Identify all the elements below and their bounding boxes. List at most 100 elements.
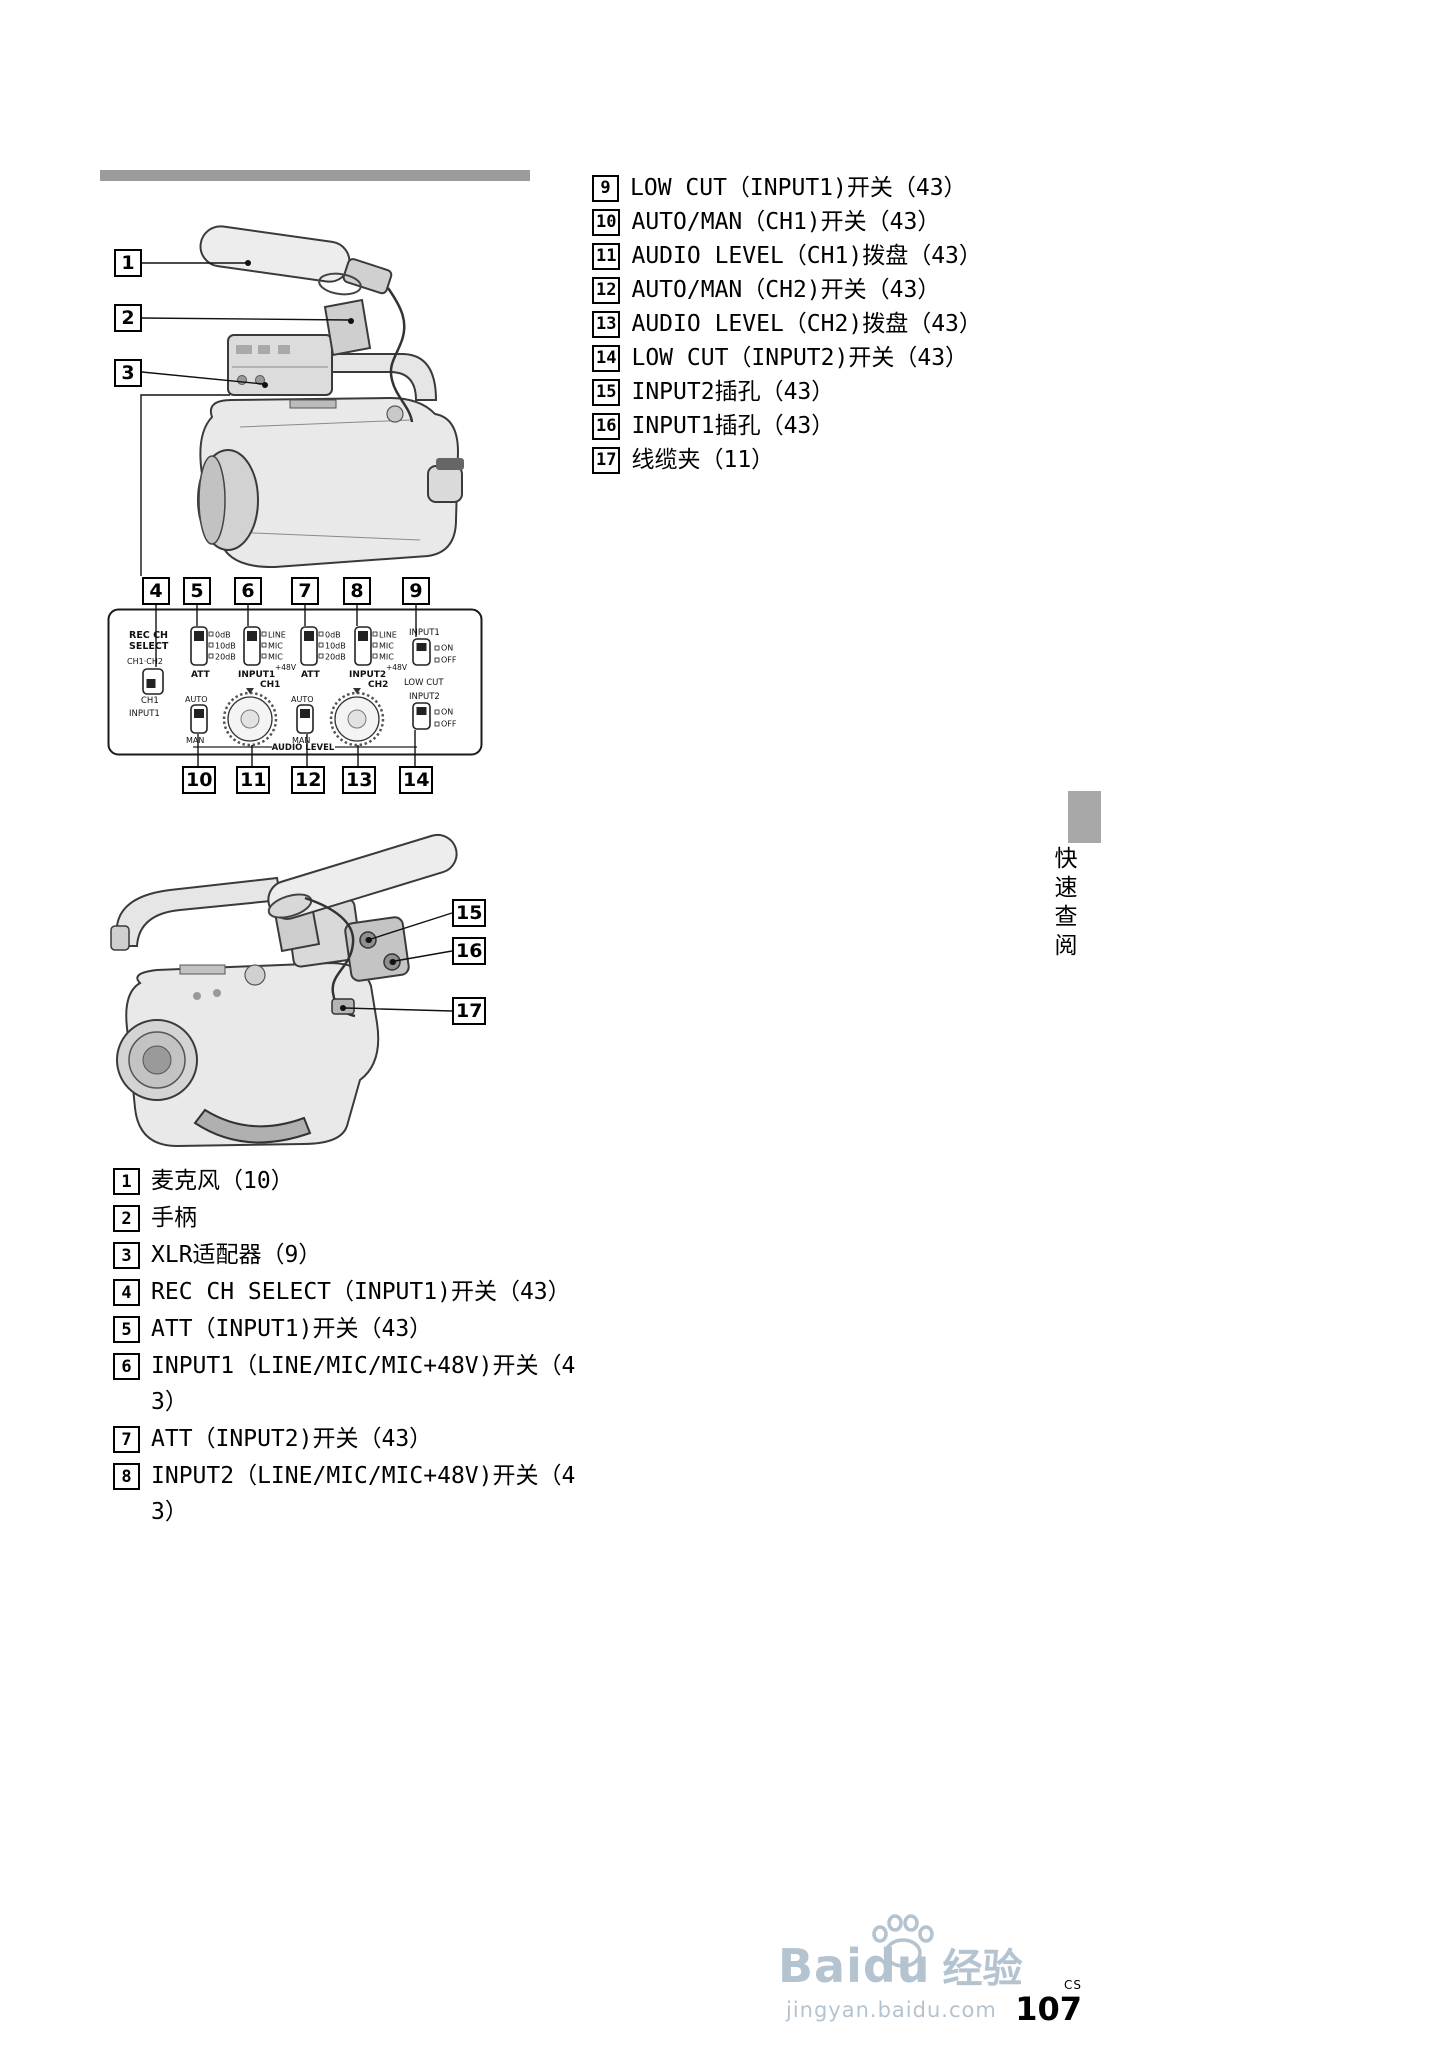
ch1-dial-label: CH1 — [260, 680, 280, 690]
input2-select-switch-icon — [354, 626, 372, 666]
item-label: INPUT2插孔（43） — [631, 379, 835, 405]
viewfinder — [427, 465, 463, 503]
item-label: 线缆夹（11） — [631, 447, 775, 473]
callout-17: 17 — [452, 997, 487, 1025]
option-marker — [208, 642, 214, 648]
att1-20db-label: 20dB — [215, 653, 236, 662]
mic-holder — [323, 298, 372, 357]
ch1-dial-icon — [222, 688, 278, 747]
ch1-pos-label: CH1 — [141, 696, 159, 706]
input1-pos-label: INPUT1 — [129, 709, 160, 719]
handle-front-cap — [110, 925, 130, 951]
callout-14: 14 — [399, 766, 434, 794]
lowcut1-title: INPUT1 — [409, 628, 440, 638]
att-input2-switch-icon — [300, 626, 318, 666]
input1-group-label: INPUT1 — [238, 670, 275, 680]
adapter-switch-detail — [278, 345, 290, 354]
adapter-switch-detail — [258, 345, 270, 354]
lowcut1-off-label: OFF — [441, 656, 457, 665]
eyecup — [436, 458, 464, 470]
item-number-badge: 7 — [113, 1426, 140, 1453]
att2-label: ATT — [301, 670, 321, 680]
option-marker — [434, 709, 440, 715]
option-marker — [318, 631, 324, 637]
select-label: SELECT — [129, 641, 169, 652]
item-label: 手柄 — [151, 1205, 197, 1231]
xlr-adapter-control-panel: REC CH SELECT CH1·CH2 CH1 INPUT1 0dB 10d… — [107, 608, 483, 756]
option-marker — [318, 653, 324, 659]
item-number-badge: 15 — [592, 378, 621, 406]
lowcut-input1-switch-icon — [412, 638, 431, 666]
section-tab-label: 快速查阅 — [1050, 846, 1076, 962]
att1-0db-label: 0dB — [215, 631, 231, 640]
callout-11: 11 — [236, 766, 271, 794]
auto2-label: AUTO — [291, 695, 314, 704]
item-label: ATT（INPUT2)开关（43） — [151, 1426, 433, 1452]
rec-ch-label: REC CH — [129, 630, 168, 641]
option-marker — [261, 642, 267, 648]
ch2-dial-icon — [329, 688, 385, 747]
option-marker — [261, 653, 267, 659]
in2-48v-label: +48V — [386, 663, 408, 672]
callout-4: 4 — [142, 577, 170, 605]
item-number-badge: 9 — [592, 174, 619, 202]
man1-label: MAN — [186, 736, 204, 745]
grip-strap — [193, 1108, 312, 1144]
lowcut2-title: INPUT2 — [409, 692, 440, 702]
item-label: LOW CUT（INPUT1)开关（43） — [630, 175, 967, 201]
microphone — [267, 833, 458, 920]
mic-connector — [342, 258, 393, 295]
handle — [331, 353, 438, 401]
watermark-suffix-text: 经验 — [942, 1946, 1023, 1992]
item-number-badge: 5 — [113, 1316, 140, 1343]
body-button — [213, 989, 221, 997]
callout-3: 3 — [114, 359, 142, 387]
callout-15: 15 — [452, 899, 487, 927]
option-marker — [208, 653, 214, 659]
camcorder-top-illustration — [197, 225, 464, 569]
input2-jack-pin — [365, 937, 371, 943]
section-tab-marker — [1068, 791, 1101, 843]
list-item: 10 AUTO/MAN（CH1)开关（43） — [592, 205, 982, 239]
item-label: AUTO/MAN（CH1)开关（43） — [631, 209, 941, 235]
mic-clamp-ring — [318, 272, 362, 296]
item-number-badge: 10 — [592, 208, 621, 236]
item-number-badge: 16 — [592, 412, 621, 440]
option-marker — [372, 631, 378, 637]
page-number: 107 — [1015, 1990, 1082, 2028]
top-knob — [244, 964, 266, 986]
item-number-badge: 13 — [592, 310, 621, 338]
callout-7: 7 — [291, 577, 319, 605]
auto1-label: AUTO — [185, 695, 208, 704]
input1-select-switch-icon — [243, 626, 261, 666]
camcorder-rear-illustration — [110, 833, 458, 1148]
item-number-badge: 6 — [113, 1353, 140, 1380]
body-seams — [229, 419, 421, 541]
item-number-badge: 17 — [592, 446, 621, 474]
att-input1-switch-icon — [190, 626, 208, 666]
att2-10db-label: 10dB — [325, 642, 346, 651]
list-item: 7 ATT（INPUT2)开关（43） — [113, 1421, 599, 1457]
item-number-badge: 2 — [113, 1205, 140, 1232]
in2-mic48-label: MIC — [379, 653, 394, 662]
item-number-badge: 4 — [113, 1279, 140, 1306]
language-code: CS — [1064, 1978, 1082, 1992]
callout-1: 1 — [114, 249, 142, 277]
att1-label: ATT — [191, 670, 211, 680]
callout-2: 2 — [114, 304, 142, 332]
callout-16: 16 — [452, 937, 487, 965]
callout-12: 12 — [291, 766, 326, 794]
in1-line-label: LINE — [268, 631, 286, 640]
item-label: AUDIO LEVEL（CH1)拨盘（43） — [631, 243, 982, 269]
lens-glass — [142, 1045, 172, 1075]
adapter-dial-detail — [237, 375, 247, 385]
